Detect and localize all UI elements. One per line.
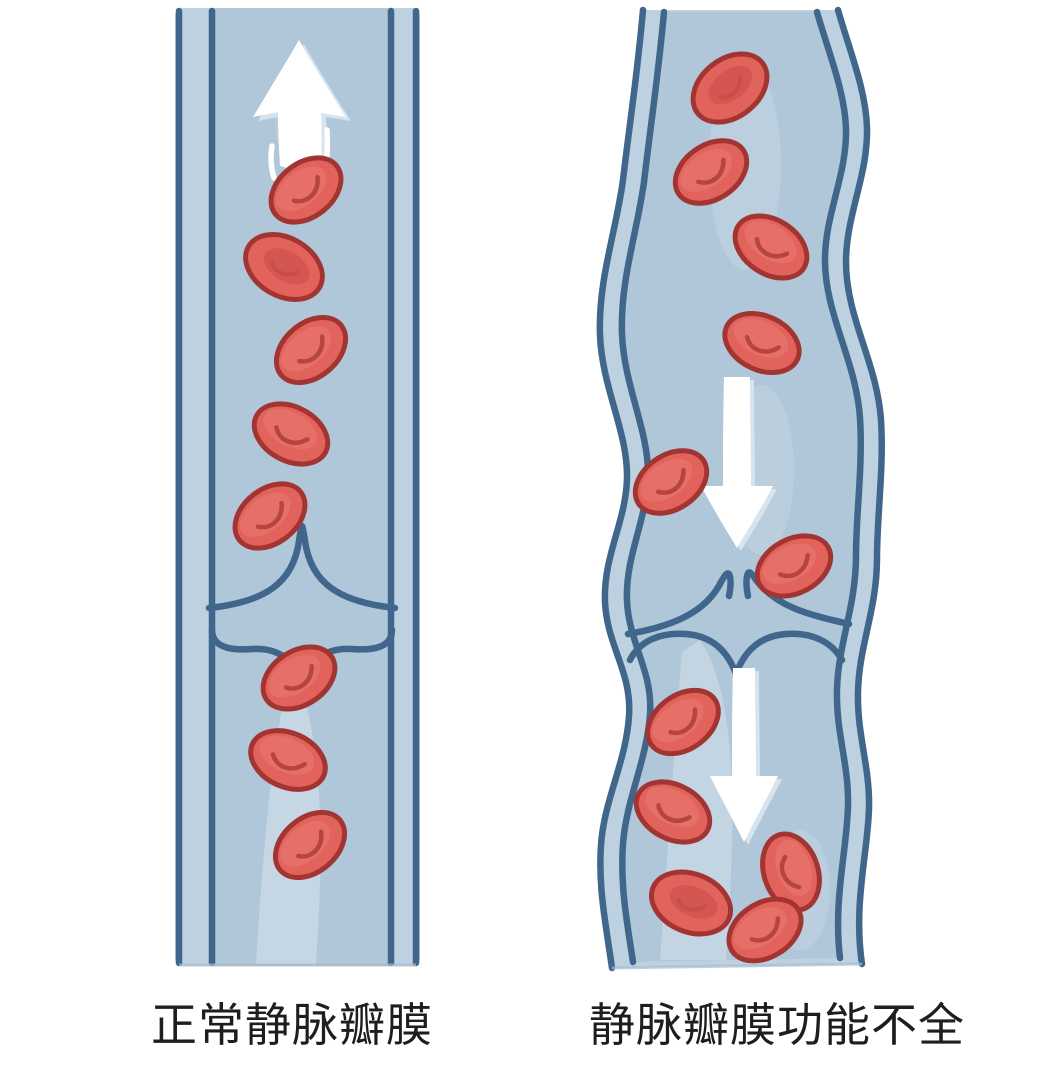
venous-valve-closed	[205, 522, 399, 612]
down-arrow-icon	[701, 377, 777, 551]
vein-wall-outline	[596, 6, 885, 972]
incompetent-vein	[596, 6, 885, 974]
normal-vein	[175, 7, 420, 967]
normal-vein-label: 正常静脉瓣膜	[151, 999, 433, 1051]
incompetent-vein-label: 静脉瓣膜功能不全	[589, 999, 965, 1051]
vein-wall-outline	[175, 7, 420, 967]
down-arrow-icon	[710, 668, 782, 845]
vein-open-end	[611, 962, 863, 970]
